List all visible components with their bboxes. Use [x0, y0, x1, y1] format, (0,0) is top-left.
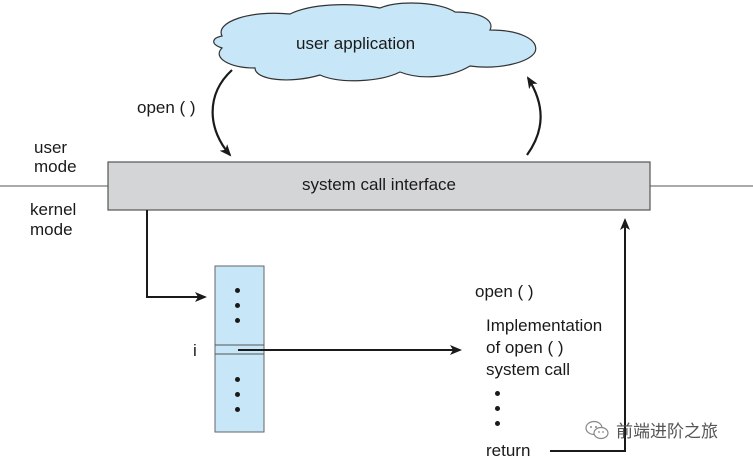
kernel-mode-label-line2: mode — [30, 220, 73, 239]
system-call-interface-bar — [107, 161, 651, 211]
user-application-cloud — [213, 2, 537, 82]
user-mode-label-line1: user — [34, 138, 68, 157]
table-ellipsis-dot — [235, 377, 240, 382]
table-ellipsis-dot — [235, 288, 240, 293]
implementation-line: of open ( ) — [486, 338, 564, 357]
call-arrow — [211, 69, 233, 157]
implementation-ellipsis-dot — [495, 406, 500, 411]
implementation-ellipsis-dot — [495, 421, 500, 426]
implementation-ellipsis-dot — [495, 391, 500, 396]
table-ellipsis-dot — [235, 303, 240, 308]
left-open-call-label: open ( ) — [137, 98, 196, 117]
dispatch-arrow — [146, 210, 207, 302]
cloud-label: user application — [296, 34, 416, 53]
table-ellipsis-dot — [235, 318, 240, 323]
return-label: return — [486, 441, 531, 460]
table-index-label: i — [193, 341, 197, 360]
user-mode-label-line2: mode — [34, 157, 77, 176]
table-ellipsis-dot — [235, 392, 240, 397]
implementation-line: system call — [486, 360, 571, 379]
implementation-title: open ( ) — [475, 282, 534, 301]
watermark: 前端进阶之旅 — [584, 417, 718, 442]
table-ellipsis-dot — [235, 407, 240, 412]
return-arrow — [526, 76, 542, 156]
watermark-text: 前端进阶之旅 — [616, 422, 718, 441]
return-path-arrow — [550, 218, 630, 452]
kernel-mode-label-line1: kernel — [30, 200, 77, 219]
wechat-icon — [585, 420, 609, 439]
system-call-interface-label: system call interface — [302, 175, 456, 194]
implementation-line: Implementation — [486, 316, 603, 335]
